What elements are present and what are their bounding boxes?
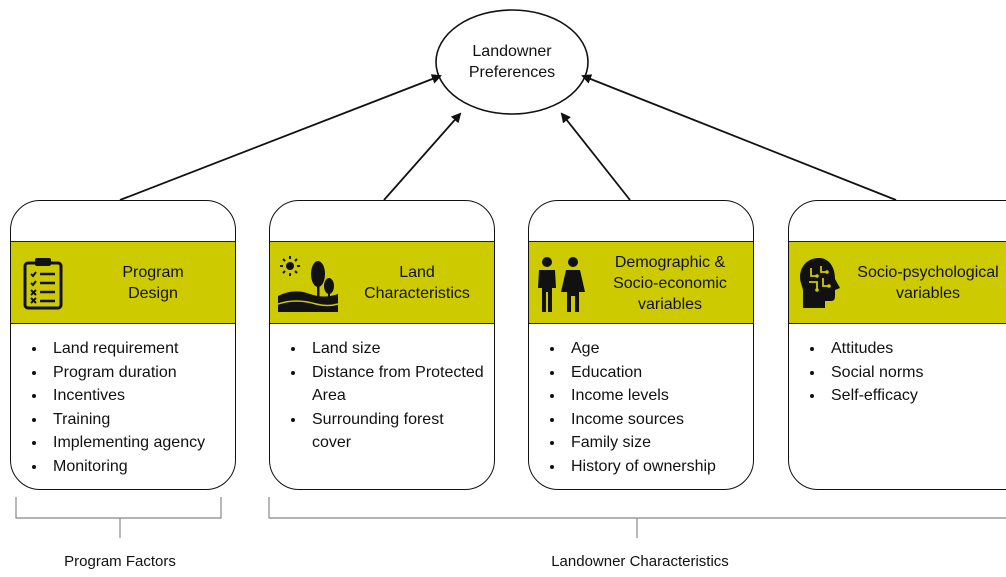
list-item: Monitoring <box>47 455 205 479</box>
list-item: Distance from Protected Area <box>306 361 486 408</box>
landscape-sun-trees-icon <box>276 252 340 319</box>
list-item: History of ownership <box>565 455 716 479</box>
land-characteristics-title-line-2: Characteristics <box>364 285 470 302</box>
landowner-characteristics-label: Landowner Characteristics <box>551 553 729 570</box>
brace-program-factors <box>15 497 222 538</box>
socio-psychological-title: Socio-psychological variables <box>843 262 1006 304</box>
program-design-box: Program Design Land requirement Program … <box>10 200 236 490</box>
arrow-program-design <box>119 74 442 201</box>
program-factors-label: Program Factors <box>64 553 176 570</box>
clipboard-checklist-icon <box>21 256 65 315</box>
preferences-line-1: Landowner <box>472 43 552 60</box>
land-characteristics-box: Land Characteristics Land size Distance … <box>269 200 495 490</box>
socio-psychological-title-line-1: Socio-psychological <box>857 264 999 281</box>
program-design-band: Program Design <box>11 241 235 324</box>
land-characteristics-list: Land size Distance from Protected Area S… <box>278 337 486 455</box>
land-characteristics-title: Land Characteristics <box>340 262 494 304</box>
list-item: Family size <box>565 431 716 455</box>
demographic-title-line-1: Demographic & <box>614 254 726 271</box>
program-design-list: Land requirement Program duration Incent… <box>19 337 205 478</box>
landowner-preferences-node: Landowner Preferences <box>436 10 588 114</box>
land-characteristics-band: Land Characteristics <box>270 241 494 324</box>
demographic-band: Demographic & Socio-economic variables <box>529 241 753 324</box>
head-brain-icon <box>797 256 845 315</box>
demographic-title-line-2: Socio-economic <box>613 275 727 292</box>
socio-psychological-band: Socio-psychological variables <box>789 241 1006 324</box>
list-item: Self-efficacy <box>825 384 923 408</box>
preferences-ellipse <box>435 9 589 115</box>
program-design-title-line-2: Design <box>128 285 178 302</box>
list-item: Age <box>565 337 716 361</box>
list-item: Attitudes <box>825 337 923 361</box>
list-item: Program duration <box>47 361 205 385</box>
demographic-box: Demographic & Socio-economic variables A… <box>528 200 754 490</box>
demographic-title: Demographic & Socio-economic variables <box>587 252 753 315</box>
socio-psychological-box: Socio-psychological variables Attitudes … <box>788 200 1006 490</box>
arrow-socio-psychological <box>581 74 897 201</box>
socio-psychological-list: Attitudes Social norms Self-efficacy <box>797 337 923 408</box>
list-item: Income sources <box>565 408 716 432</box>
list-item: Land requirement <box>47 337 205 361</box>
brace-landowner-characteristics <box>268 497 1006 538</box>
list-item: Training <box>47 408 205 432</box>
arrow-demographic <box>560 112 631 201</box>
man-woman-icon <box>533 256 589 319</box>
program-design-title-line-1: Program <box>122 264 184 281</box>
list-item: Incentives <box>47 384 205 408</box>
list-item: Social norms <box>825 361 923 385</box>
list-item: Education <box>565 361 716 385</box>
socio-psychological-title-line-2: variables <box>895 285 961 302</box>
land-characteristics-title-line-1: Land <box>399 264 435 281</box>
program-design-title: Program Design <box>71 262 235 304</box>
arrow-land-characteristics <box>383 112 462 201</box>
list-item: Surrounding forest cover <box>306 408 486 455</box>
preferences-line-2: Preferences <box>468 64 556 81</box>
demographic-title-line-3: variables <box>637 296 703 313</box>
list-item: Land size <box>306 337 486 361</box>
demographic-list: Age Education Income levels Income sourc… <box>537 337 716 478</box>
list-item: Implementing agency <box>47 431 205 455</box>
list-item: Income levels <box>565 384 716 408</box>
